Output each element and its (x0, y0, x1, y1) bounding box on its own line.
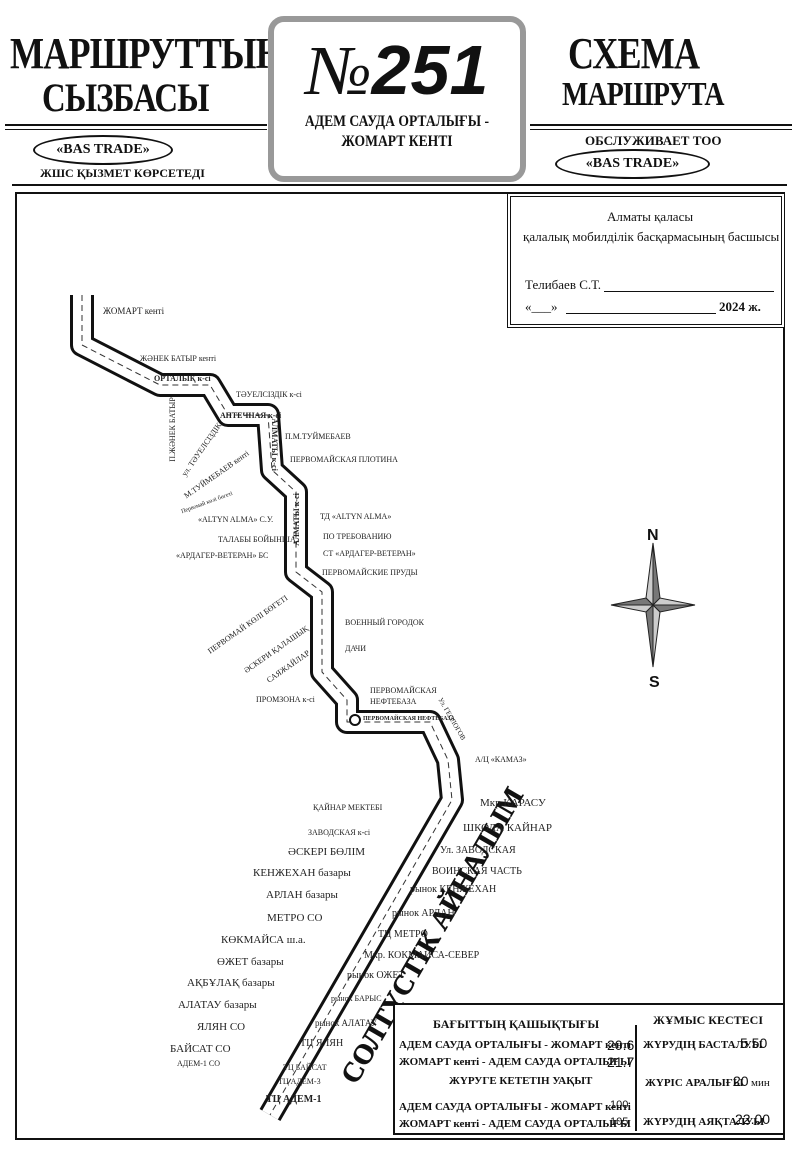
stop-label: АҚБҰЛАҚ базары (187, 977, 275, 989)
right-title-line2: МАРШРУТА (562, 76, 725, 113)
map-label: ТД «ALTYN ALMA» (320, 512, 392, 521)
stop-label: Мкр. КОКМАЙСА-СЕВЕР (364, 950, 480, 961)
map-label: ПЕРВОМАЙСКАЯ ПЛОТИНА (290, 455, 398, 464)
distance-route: ЖОМАРТ кенті - АДЕМ САУДА ОРТАЛЫҒЫ (399, 1056, 631, 1068)
stop-label: рынок ОЖЕТ (347, 970, 405, 981)
stop-label: ТЦ БАЙСАТ (283, 1063, 327, 1072)
map-label: АЛМАТЫ к-сі (291, 493, 301, 546)
route-name-line1: АДЕМ САУДА ОРТАЛЫҒЫ - (304, 113, 490, 130)
route-number: 251 (371, 31, 489, 109)
approval-year: 2024 ж. (719, 299, 761, 314)
map-label: НЕФТЕБАЗА (370, 697, 417, 706)
map-label: ПЕРВОМАЙСКИЕ ПРУДЫ (322, 568, 418, 577)
number-sign: № (305, 33, 372, 110)
map-label: А/Ц «КАМАЗ» (475, 755, 527, 764)
map-label: ЖӘНЕК БАТЫР кенті (140, 354, 217, 363)
stop-label: рынок АЛАТАУ (315, 1018, 377, 1028)
approval-signer: Телибаев С.Т. (525, 277, 602, 292)
map-label: ПЕРВОМАЙСКАЯ НЕФТЕБАЗА (363, 716, 455, 722)
left-title-line2: СЫЗБАСЫ (42, 75, 209, 120)
stop-label: ӨЖЕТ базары (217, 956, 284, 968)
map-frame (15, 192, 785, 1140)
map-label: СТ «АРДАГЕР-ВЕТЕРАН» (323, 549, 416, 558)
left-company-oval: «BAS TRADE» (33, 135, 173, 165)
stop-label: ҚАЙНАР МЕКТЕБІ (313, 803, 383, 812)
interval-unit: мин (751, 1077, 770, 1089)
signature-line (604, 291, 774, 292)
left-service-text: ЖШС ҚЫЗМЕТ КӨРСЕТЕДІ (40, 166, 205, 180)
map-label: ПО ТРЕБОВАНИЮ (323, 532, 392, 541)
right-service-text: ОБСЛУЖИВАЕТ ТОО (585, 133, 722, 148)
date-line (566, 313, 716, 314)
map-label: АПТЕЧНАЯ к-сі (220, 411, 282, 420)
compass-south: S (649, 674, 660, 691)
approval-line2: қалалық мобилділік басқармасының басшысы (523, 229, 780, 244)
time-value: 105 (610, 1116, 629, 1128)
time-title: ЖҮРУГЕ КЕТЕТІН УАҚЫТ (449, 1075, 593, 1087)
stop-label: рынок АРЛАН (392, 908, 455, 919)
schedule-title: ЖҰМЫС КЕСТЕСІ (653, 1013, 764, 1027)
stop-label: ӘСКЕРІ БӨЛІМ (288, 846, 366, 858)
stop-label: ВОИНСКАЯ ЧАСТЬ (432, 866, 522, 877)
map-label: ЖОМАРТ кенті (103, 306, 165, 316)
distance-title: БАҒЫТТЫҢ ҚАШЫҚТЫҒЫ (433, 1017, 600, 1031)
compass-rose-icon (610, 542, 696, 668)
map-label: П.ЖӘНЕК БАТЫР (167, 397, 177, 462)
distance-value: 20.6 (607, 1037, 635, 1053)
terminal-circle (349, 714, 361, 726)
map-label: ВОЕННЫЙ ГОРОДОК (345, 618, 425, 627)
stop-label: ШКОЛА КАЙНАР (463, 822, 552, 834)
right-title-line1: СХЕМА (568, 29, 700, 78)
info-divider (635, 1025, 637, 1131)
stop-label: Мкр.КАРАСУ (480, 797, 546, 809)
interval-label: ЖҮРІС АРАЛЫҒЫ (645, 1077, 744, 1089)
route-name-line2: ЖОМАРТ КЕНТІ (341, 133, 453, 150)
map-label: «АРДАГЕР-ВЕТЕРАН» БС (176, 551, 269, 560)
stop-label: ТЦ МЕТРО (378, 929, 428, 940)
stop-label: рынок КЕНЖЕХАН (410, 884, 497, 895)
approval-line1: Алматы қаласы (607, 209, 694, 224)
end-value: 22.00 (735, 1111, 771, 1127)
map-label: ОРТАЛЫҚ к-сі (154, 374, 211, 383)
stop-label: Ул. ЗАВОДСКАЯ (440, 845, 516, 856)
stop-label: ТЦ АДЕМ-3 (278, 1077, 321, 1086)
interval-value: 20 (733, 1073, 749, 1089)
map-label: ПРОМЗОНА к-сі (256, 695, 315, 704)
stop-label: БАЙСАТ СО (170, 1043, 231, 1055)
route-info-box: БАҒЫТТЫҢ ҚАШЫҚТЫҒЫ АДЕМ САУДА ОРТАЛЫҒЫ -… (393, 1003, 785, 1135)
right-company-oval: «BAS TRADE» (555, 149, 710, 179)
distance-value: 21.7 (607, 1054, 635, 1070)
route-number-box: №251 АДЕМ САУДА ОРТАЛЫҒЫ - ЖОМАРТ КЕНТІ (268, 16, 526, 182)
end-label: ЖҮРУДІҢ АЯҚТАЛУЫ (643, 1116, 765, 1128)
map-label: ТӘУЕЛСІЗДІК к-сі (236, 390, 302, 399)
map-label: ТАЛАБЫ БОЙЫНША (218, 535, 296, 544)
time-route: АДЕМ САУДА ОРТАЛЫҒЫ - ЖОМАРТ кенті (399, 1101, 631, 1113)
start-label: ЖҮРУДІҢ БАСТАЛУЫ (643, 1039, 763, 1051)
stop-label: ТЦ ЯЛЯН (300, 1038, 344, 1049)
stop-label: АДЕМ-1 СО (177, 1059, 221, 1068)
map-label: ДАЧИ (345, 644, 366, 653)
time-route: ЖОМАРТ кенті - АДЕМ САУДА ОРТАЛЫҒЫ (399, 1118, 631, 1130)
stop-label: ТЦ АДЕМ-1 (266, 1094, 322, 1105)
left-title-line1: МАРШРУТТЫҢ (10, 29, 284, 78)
approval-box: Алматы қаласы қалалық мобилділік басқарм… (507, 193, 785, 328)
time-value: 100 (610, 1099, 629, 1111)
distance-route: АДЕМ САУДА ОРТАЛЫҒЫ - ЖОМАРТ кенті (399, 1039, 631, 1051)
compass-north: N (647, 527, 659, 544)
approval-date-day: «___» (525, 299, 558, 314)
start-value: 5.50 (740, 1035, 768, 1051)
stop-label: АЛАТАУ базары (178, 999, 257, 1011)
stop-label: АРЛАН базары (266, 889, 338, 901)
map-label: П.М.ТУЙМЕБАЕВ (285, 432, 351, 441)
stop-label: КЕНЖЕХАН базары (253, 867, 351, 879)
map-label: АЛМАТЫ к-сі (269, 418, 279, 471)
stop-label: ЗАВОДСКАЯ к-сі (308, 828, 371, 837)
map-label: ПЕРВОМАЙСКАЯ (370, 686, 437, 695)
stop-label: рынок БАРЫС (331, 994, 382, 1003)
stop-label: КӨКМАЙСА ш.а. (221, 934, 306, 946)
stop-label: ЯЛЯН СО (197, 1021, 246, 1033)
map-label: «ALTYN ALMA» С.У. (198, 515, 274, 524)
stop-label: МЕТРО СО (267, 912, 323, 924)
